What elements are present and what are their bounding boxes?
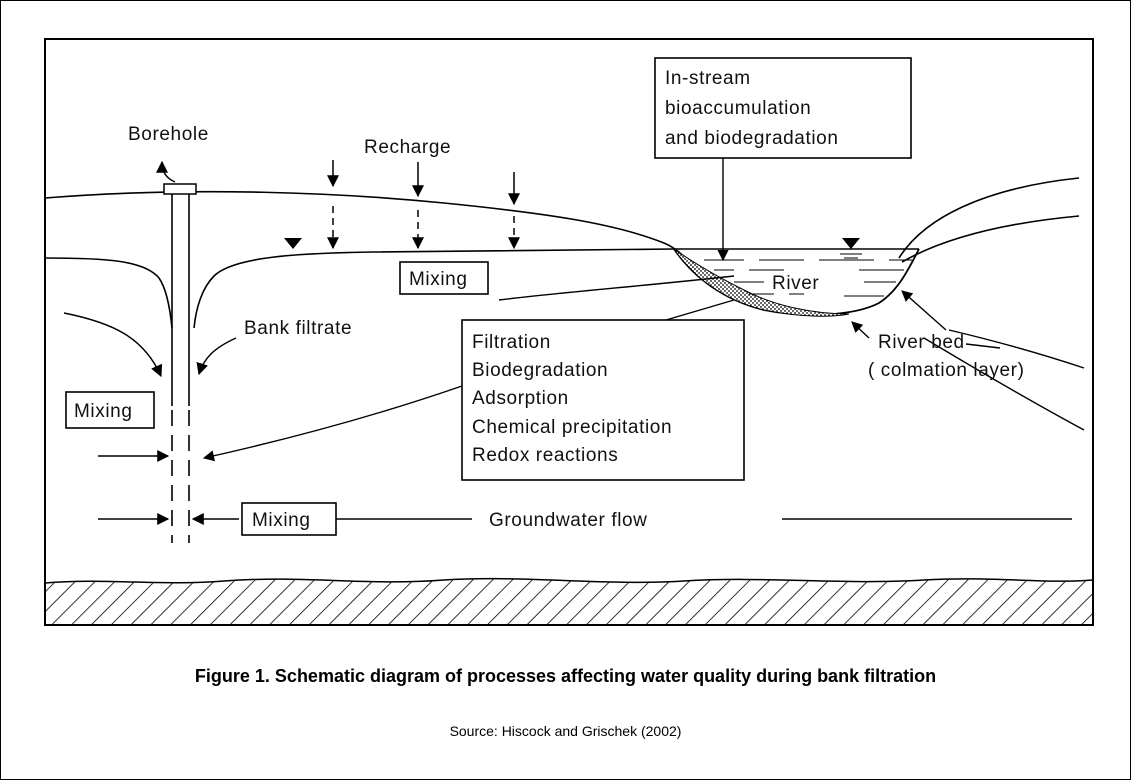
borehole <box>163 183 197 543</box>
figure-source: Source: Hiscock and Grischek (2002) <box>449 723 682 739</box>
water-table-marker-river <box>842 238 860 249</box>
recharge-label: Recharge <box>364 137 451 158</box>
process-item-2: Biodegradation <box>472 360 608 381</box>
mixing-top-label: Mixing <box>409 269 468 290</box>
instream-label-1: In-stream <box>665 68 751 89</box>
bank-filtrate-arrow-left <box>63 312 163 378</box>
river-water <box>704 259 912 297</box>
process-item-4: Chemical precipitation <box>472 417 672 438</box>
inflow-arrows <box>98 450 239 525</box>
processes-pointer-well <box>202 385 463 462</box>
flow-line-right <box>948 329 1085 369</box>
mixing-bottom-label: Mixing <box>252 510 311 531</box>
water-table <box>44 248 919 329</box>
borehole-label: Borehole <box>128 124 209 145</box>
bedrock-layer <box>44 577 1094 626</box>
mixing-top-box <box>399 261 489 295</box>
riverbed-pointer-1 <box>901 290 947 331</box>
river-bed-dash <box>965 343 1001 349</box>
river-label: River <box>772 273 819 294</box>
bank-filtration-diagram: Borehole Recharge In-stream bioaccumulat… <box>44 38 1094 626</box>
mixing-bottom-box <box>241 502 337 536</box>
mixing-left-box <box>65 391 155 429</box>
right-bank-surface <box>898 177 1080 259</box>
instream-label-2: bioaccumulation <box>665 98 811 119</box>
process-item-5: Redox reactions <box>472 445 618 466</box>
outflow-arrow <box>156 160 176 183</box>
recharge-arrows <box>327 160 520 250</box>
colmation-layer <box>673 248 850 317</box>
processes-pointer-river <box>665 299 735 321</box>
processes-box <box>461 319 745 481</box>
river-bed-label-1: River bed <box>878 332 965 353</box>
water-table-marker <box>284 238 302 249</box>
right-bank-surface-lower <box>901 215 1080 263</box>
process-item-3: Adsorption <box>472 388 569 409</box>
flow-line-right-lower <box>923 337 1085 431</box>
process-item-1: Filtration <box>472 332 551 353</box>
bank-filtrate-arrow-right <box>196 337 237 376</box>
figure-caption: Figure 1. Schematic diagram of processes… <box>194 666 937 686</box>
groundwater-flow-label: Groundwater flow <box>489 510 648 531</box>
riverbed-pointer-2 <box>851 321 870 339</box>
instream-label-3: and biodegradation <box>665 128 839 149</box>
instream-box <box>654 57 912 159</box>
bank-filtrate-label: Bank filtrate <box>244 318 352 339</box>
river-bed-label-2: ( colmation layer) <box>868 360 1025 381</box>
mixing-left-label: Mixing <box>74 401 133 422</box>
flow-line-upper <box>498 275 735 301</box>
ground-surface <box>44 190 690 264</box>
